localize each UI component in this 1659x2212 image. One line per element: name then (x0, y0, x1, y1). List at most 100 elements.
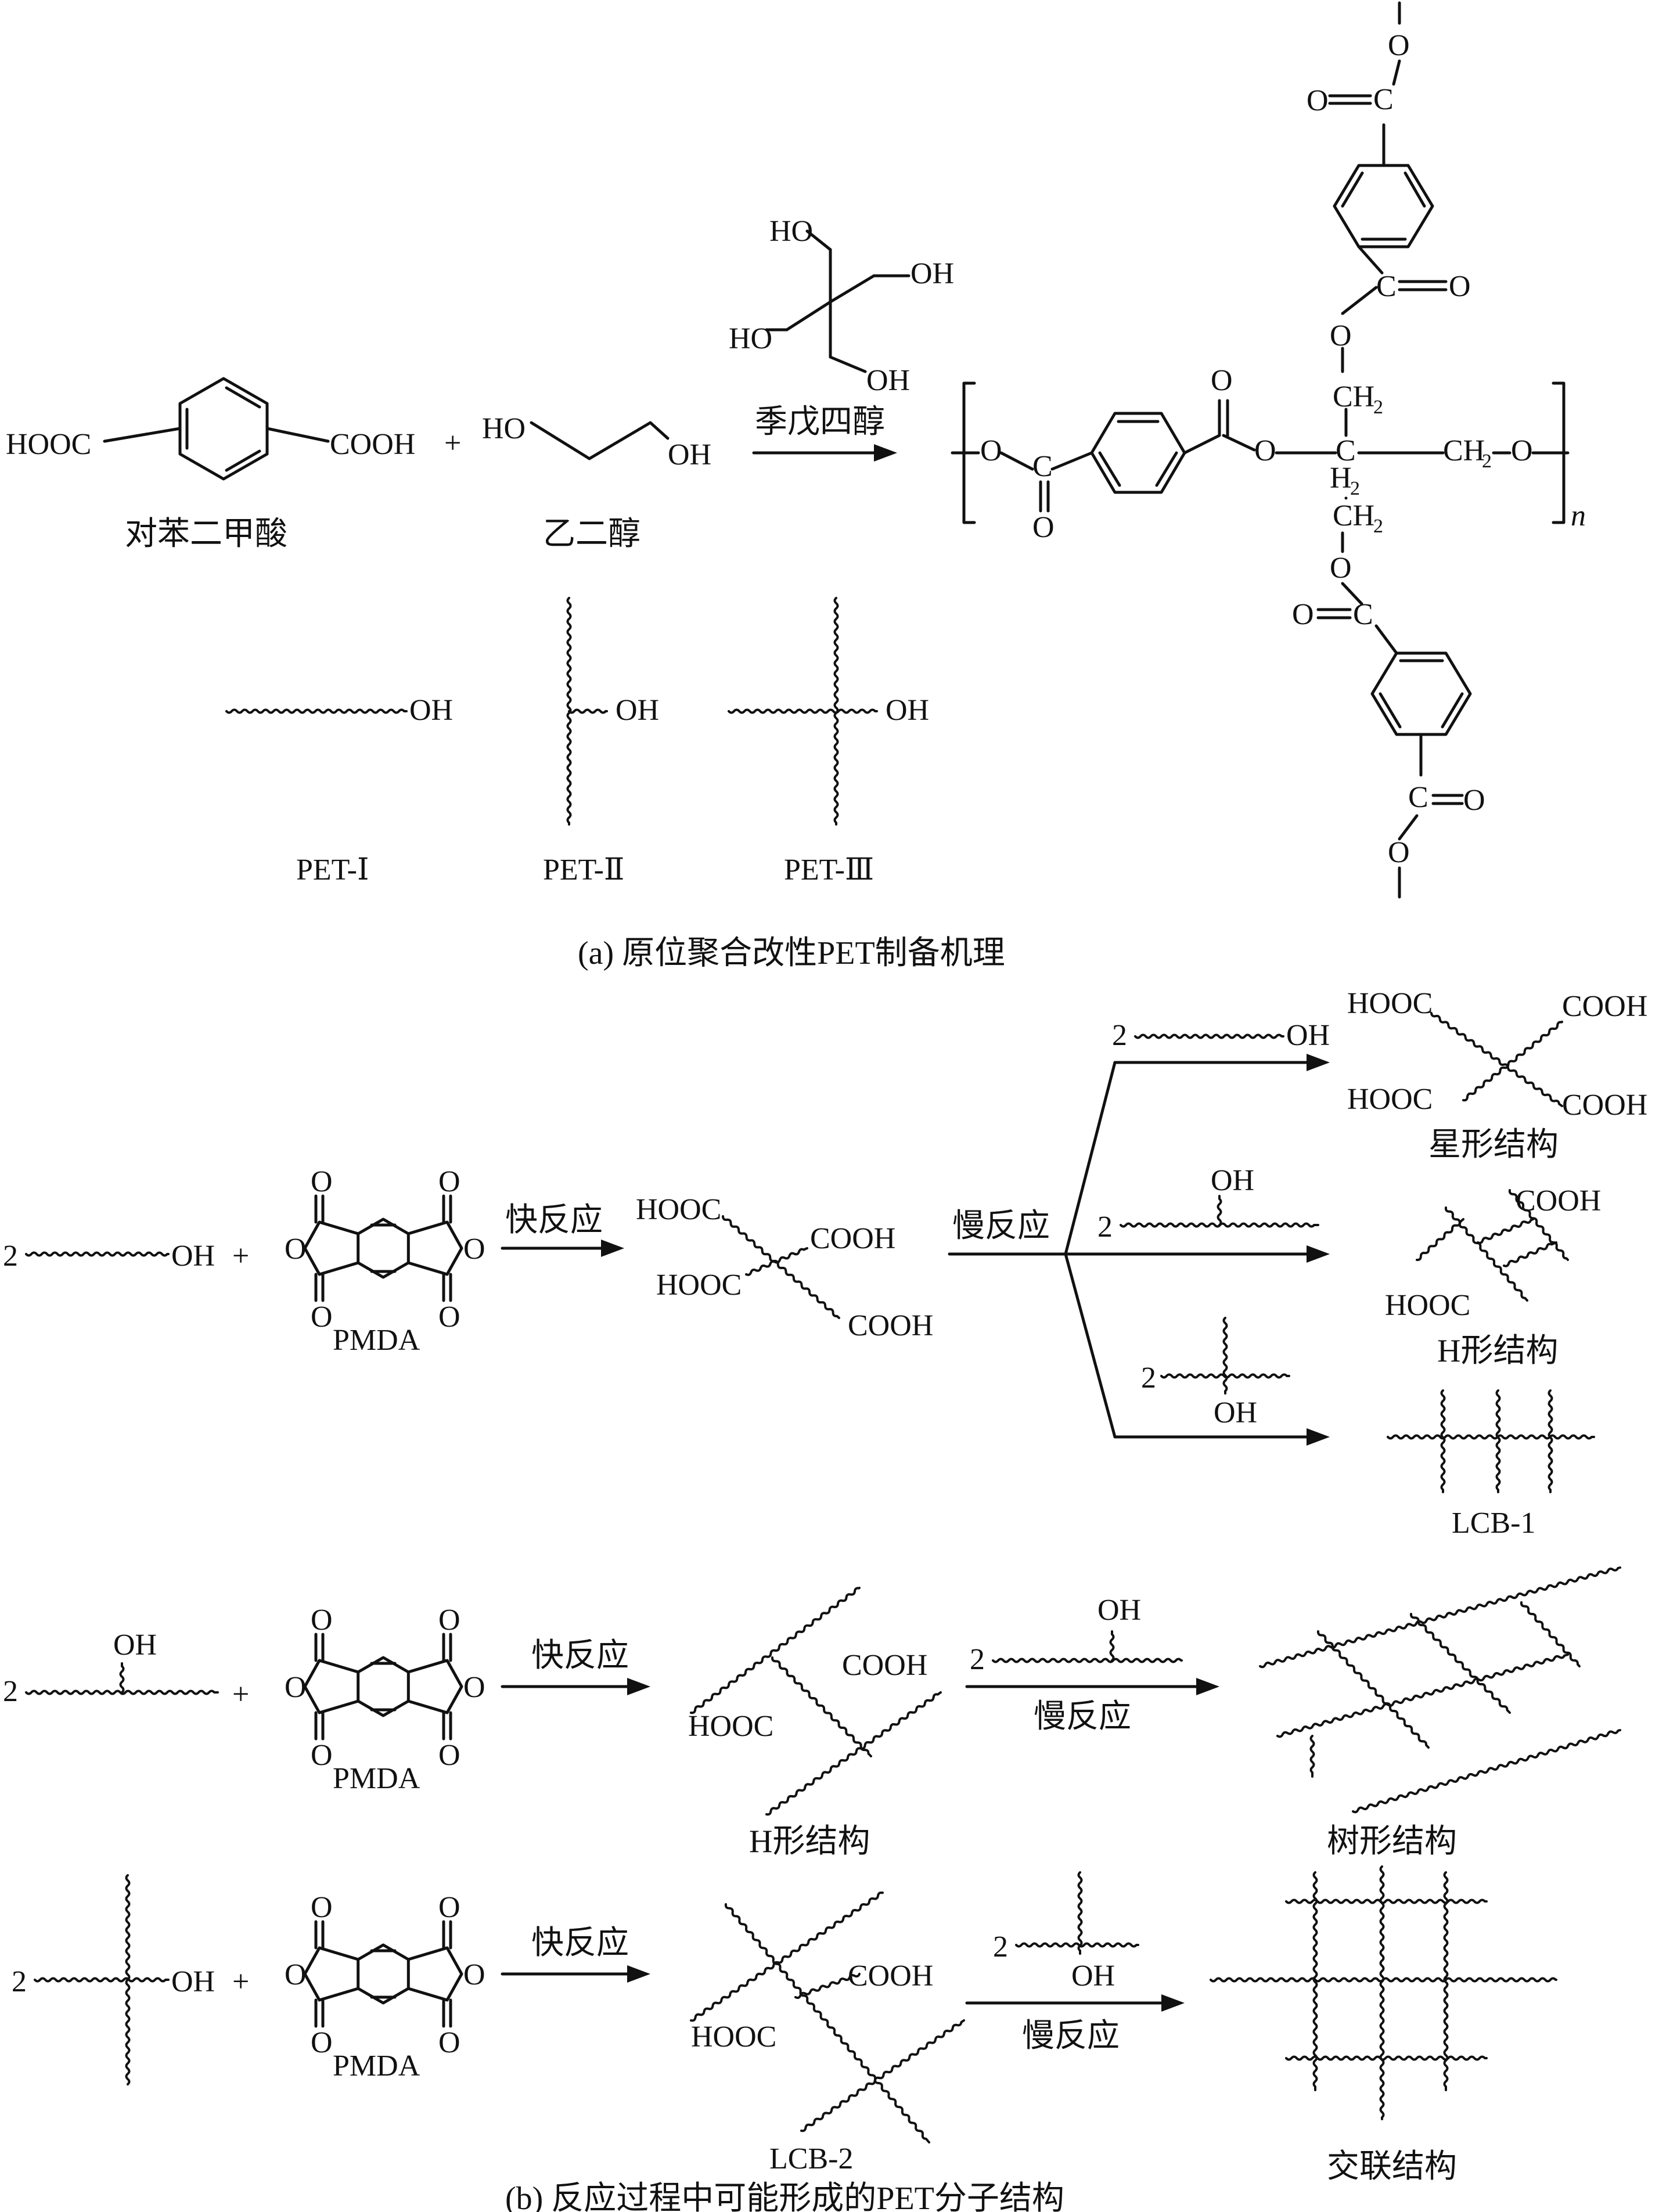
ch2-h: H (1330, 462, 1352, 495)
pentaerythritol: HO OH HO OH 季戊四醇 (729, 215, 954, 440)
polymer-link (771, 1656, 872, 1757)
polymer-chain (1462, 1021, 1563, 1102)
cooh-group: COOH (848, 1309, 933, 1342)
lcb2-label: LCB-2 (769, 2142, 853, 2175)
ester-oxygen: O (1388, 29, 1410, 62)
carbonyl-oxygen: O (311, 1891, 333, 1924)
carbonyl-oxygen: O (1463, 784, 1485, 817)
benzene-ring (357, 1943, 410, 2005)
ring-oxygen: O (463, 1671, 485, 1704)
carbonyl-oxygen: O (311, 1739, 333, 1772)
carbonyl-carbon: C (1376, 270, 1397, 303)
polymer-chain (1134, 1033, 1284, 1039)
hooc-group: HOOC (656, 1269, 742, 1302)
ester-oxygen: O (980, 434, 1002, 467)
bond (999, 451, 1034, 471)
bond (1398, 814, 1419, 841)
oh-group: OH (171, 1240, 215, 1273)
benzene-ring (357, 1217, 410, 1279)
ho-group: HO (769, 215, 813, 248)
anhydride-ring (303, 1946, 360, 2002)
coefficient: 2 (3, 1675, 18, 1708)
polymer-branch (119, 1662, 125, 1694)
ring-oxygen: O (463, 1233, 485, 1266)
bond (1357, 245, 1384, 275)
coefficient: 2 (1112, 1019, 1127, 1052)
carbonyl-oxygen: O (438, 2026, 460, 2059)
crosslinked-structure-label: 交联结构 (1327, 2149, 1457, 2185)
arrowhead (874, 444, 897, 462)
polymer-chain (1120, 1222, 1319, 1228)
coefficient: 2 (970, 1643, 985, 1676)
branch-line (1064, 1061, 1117, 1256)
quaternary-carbon: C (1336, 434, 1356, 467)
plus-sign: + (232, 1965, 249, 1998)
ch2-subscript: 2 (1373, 516, 1383, 537)
polymer-chain (1387, 1434, 1595, 1440)
ester-oxygen: O (1330, 552, 1352, 585)
polymer-chain (125, 1874, 131, 2085)
cooh-group: COOH (810, 1222, 895, 1255)
polymer-chain (1259, 1566, 1621, 1669)
coefficient: 2 (12, 1965, 27, 1998)
carbonyl-oxygen: O (311, 1300, 333, 1334)
bond (1341, 582, 1363, 606)
ring-double-bond (225, 386, 261, 409)
slow-reaction-label: 慢反应 (952, 1208, 1050, 1244)
h-structure-label: H形结构 (749, 1824, 870, 1860)
arrowhead (1307, 1054, 1330, 1071)
slow-reaction-label: 慢反应 (1022, 2018, 1120, 2054)
lcb1-label: LCB-1 (1452, 1507, 1535, 1540)
arrowhead (1307, 1245, 1330, 1263)
cooh-group: COOH (1562, 990, 1647, 1023)
pet-types: OH PET-Ⅰ OH PET-Ⅱ OH PET-Ⅲ (225, 597, 929, 887)
polymer-branch (1109, 1630, 1115, 1662)
hooc-group: HOOC (1385, 1289, 1470, 1322)
branched-pet-product: n O C O O O C H 2 CH (951, 1, 1586, 899)
ring-double-bond (1341, 171, 1364, 208)
caption-b: (b) 反应过程中可能形成的PET分子结构 (505, 2181, 1064, 2212)
carbonyl-oxygen: O (438, 1739, 460, 1772)
polymer-chain (1285, 2055, 1488, 2061)
polymer-branch (1309, 1735, 1315, 1778)
carbonyl-oxygen: O (438, 1165, 460, 1198)
benzene-ring (357, 1656, 410, 1717)
ester-oxygen: O (1511, 434, 1533, 467)
pmda-label: PMDA (333, 1762, 420, 1795)
pet2-label: PET-Ⅱ (543, 853, 624, 887)
carbonyl-oxygen: O (1211, 364, 1233, 397)
pmda-label: PMDA (333, 1324, 420, 1357)
oh-group: OH (171, 1965, 215, 1998)
ring-double-bond (225, 449, 261, 472)
polymer-chain (1352, 1729, 1621, 1814)
polymer-chain (765, 1691, 942, 1816)
tree-structure: 树形结构 (1259, 1566, 1621, 1860)
h-structure-intermediate: COOH HOOC H形结构 (688, 1587, 942, 1860)
intermediate-tetraacid: HOOC COOH HOOC COOH (636, 1193, 933, 1342)
polymer-link (1503, 1241, 1557, 1267)
oh-group: OH (1097, 1594, 1141, 1627)
coefficient: 2 (1141, 1361, 1156, 1395)
carbonyl-carbon: C (1408, 781, 1428, 814)
anhydride-ring (406, 1659, 463, 1714)
oh-group: OH (1214, 1396, 1257, 1429)
fast-reaction-label: 快反应 (531, 1638, 629, 1674)
star-structure: HOOC COOH HOOC COOH 星形结构 (1347, 987, 1647, 1163)
ho-group: HO (482, 412, 526, 445)
polymer-chain (1015, 1942, 1139, 1948)
ring-double-bond (1441, 692, 1464, 729)
pet3-label: PET-Ⅲ (784, 853, 874, 887)
carbonyl-oxygen: O (311, 2026, 333, 2059)
polymer-chain (1160, 1373, 1290, 1379)
polymer-link (1316, 1630, 1430, 1749)
short-bond (794, 1973, 861, 2000)
fast-reaction-label: 快反应 (531, 1925, 629, 1961)
ring-double-bond (1379, 692, 1402, 729)
polymer-chain (1077, 1871, 1083, 1955)
polymer-link (1477, 1218, 1534, 1244)
carbonyl-carbon: C (1032, 450, 1053, 483)
oh-group: OH (1286, 1019, 1330, 1052)
hooc-group: HOOC (691, 2020, 776, 2054)
